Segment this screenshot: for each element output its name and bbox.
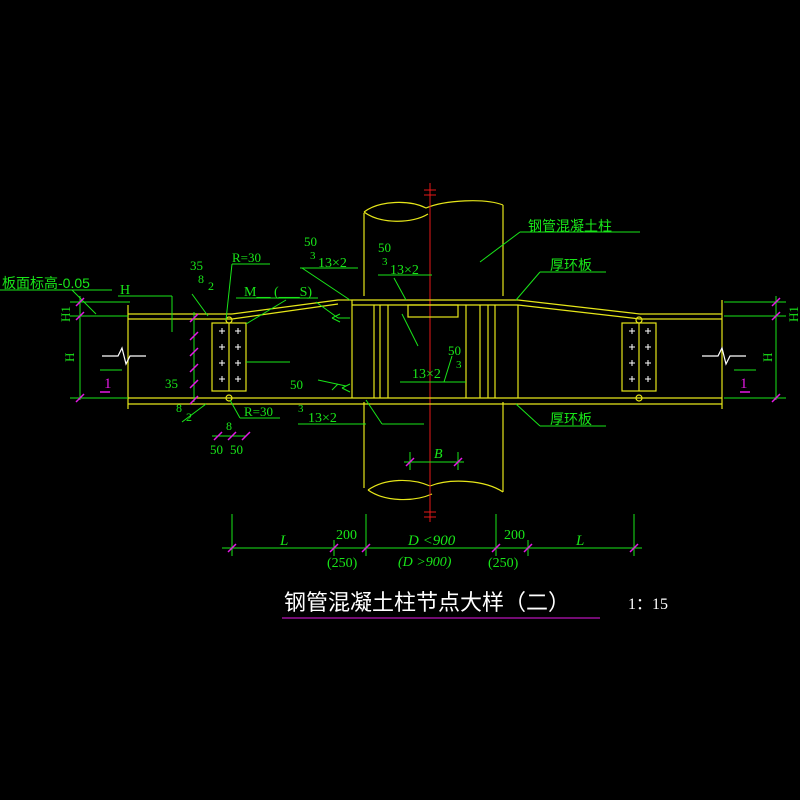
plate-bottom-35: 35 [165,376,178,391]
dim-h-left: H [62,353,77,362]
weld-spec-top-left: 13×2 [318,256,347,271]
ring-plate-label-bottom: 厚环板 [550,411,592,427]
dim-b: B [434,447,443,462]
weld-spec-bottom: 13×2 [308,411,337,426]
dim-ring-left: 200 [336,528,357,543]
plate-top-8: 8 [198,272,204,286]
bolt-spacing: 8 [226,419,232,433]
section-mark-left: 1 [104,376,112,392]
weld-leg-top-left: 3 [310,250,316,262]
drawing-title: 钢管混凝土柱节点大样（二） [284,590,570,615]
weld-leg-bottom: 3 [298,403,304,415]
plate-bottom-2: 2 [186,410,192,424]
section-mark-right: 1 [740,376,748,392]
dim-h-right: H [760,353,775,362]
column-centerline [424,183,436,522]
plate-top-35: 35 [190,258,203,273]
weld-leg-top-center: 3 [382,256,388,268]
weld-size-mid: 50 [448,343,461,358]
dim-h1-right: H1 [786,306,800,322]
weld-arrows [331,313,351,393]
bolt-group-right [629,328,651,382]
dim-d-main: D <900 [407,533,456,549]
dim-l-left: L [279,533,288,549]
plate-top-2: 2 [208,279,214,293]
dim-ring-right-alt: (250) [488,556,519,571]
bolt-group-left [219,328,241,382]
slab-elevation-label: 板面标高-0.05 [2,275,90,291]
weld-size-bottom: 50 [290,377,303,392]
radius-bottom: R=30 [244,404,273,419]
dim-l-right: L [575,533,584,549]
weld-size-top-left: 50 [304,234,317,249]
ring-plate-label-top: 厚环板 [550,257,592,273]
beam-size-label: M__ (___S) [244,285,312,300]
beam-h-label: H [120,283,130,298]
dim-d-alt: (D >900) [398,555,452,570]
dimension-ticks [75,297,781,553]
dim-h1-left: H1 [58,306,73,322]
weld-spec-mid: 13×2 [412,367,441,382]
dim-ring-left-alt: (250) [327,556,358,571]
dim-ring-right: 200 [504,528,525,543]
radius-top: R=30 [232,250,261,265]
bolt-edge-left: 50 [210,442,223,457]
weld-leg-mid: 3 [456,359,462,371]
column-label: 钢管混凝土柱 [528,218,612,234]
beam-and-ring-plates [102,299,746,409]
weld-size-top-center: 50 [378,240,391,255]
drawing-scale: 1：15 [628,596,668,613]
leader-lines [0,231,640,427]
weld-spec-top-center: 13×2 [390,263,419,278]
bolt-edge-right: 50 [230,442,243,457]
plate-bottom-8: 8 [176,401,182,415]
